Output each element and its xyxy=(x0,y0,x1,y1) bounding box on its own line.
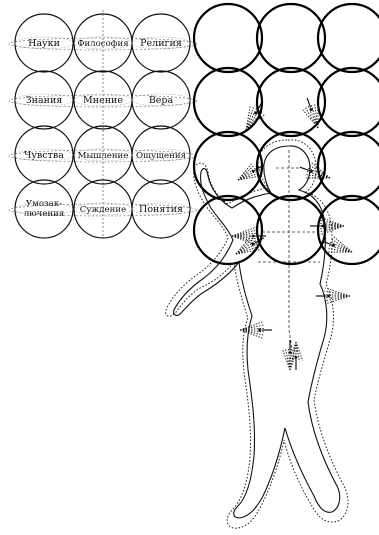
large-sphere xyxy=(194,4,262,72)
arrow-icon xyxy=(300,167,309,170)
large-sphere xyxy=(257,4,325,72)
energy-fan xyxy=(322,237,352,252)
cell-label-feelings: Чувства xyxy=(24,150,64,161)
arrowhead-icon xyxy=(320,224,324,227)
energy-fan xyxy=(240,322,272,338)
cell-label-opinion: Мнение xyxy=(83,95,123,106)
large-sphere-grid xyxy=(194,4,379,264)
large-sphere xyxy=(318,132,379,200)
cell-label-inferences: Умозак-лючения xyxy=(24,199,65,219)
cell-label-religion: Религия xyxy=(140,38,182,49)
energy-fan xyxy=(303,98,318,128)
large-sphere xyxy=(257,68,325,136)
labelled-sphere-grid: Науки Философия Религия Знания Мнение Ве… xyxy=(9,10,197,238)
arrowhead-icon xyxy=(252,234,256,237)
cell-label-knowledge: Знания xyxy=(26,95,63,106)
cell-label-sciences: Науки xyxy=(28,38,60,49)
body-outline xyxy=(174,146,340,518)
large-sphere xyxy=(318,4,379,72)
cell-label-judgement: Суждение xyxy=(80,205,126,215)
large-sphere xyxy=(318,68,379,136)
cell-label-philosophy: Философия xyxy=(77,39,128,49)
arrowhead-icon xyxy=(251,170,255,173)
large-sphere xyxy=(194,68,262,136)
cell-label-thinking: Мышление xyxy=(78,151,129,161)
cell-label-sensations: Ощущения xyxy=(136,151,186,161)
energy-fan xyxy=(310,217,344,235)
arrow-icon xyxy=(307,98,310,107)
large-sphere xyxy=(194,132,262,200)
arrowhead-icon xyxy=(294,356,297,360)
cell-label-concepts: Понятия xyxy=(139,204,183,215)
arrowhead-icon xyxy=(288,350,291,354)
large-sphere xyxy=(257,196,325,264)
sphere-row-4: Умозак-лючения Суждение Понятия xyxy=(9,180,197,238)
cell-label-faith: Вера xyxy=(149,95,174,106)
energy-fan xyxy=(316,288,350,304)
large-sphere xyxy=(257,132,325,200)
energy-fan xyxy=(283,340,298,370)
